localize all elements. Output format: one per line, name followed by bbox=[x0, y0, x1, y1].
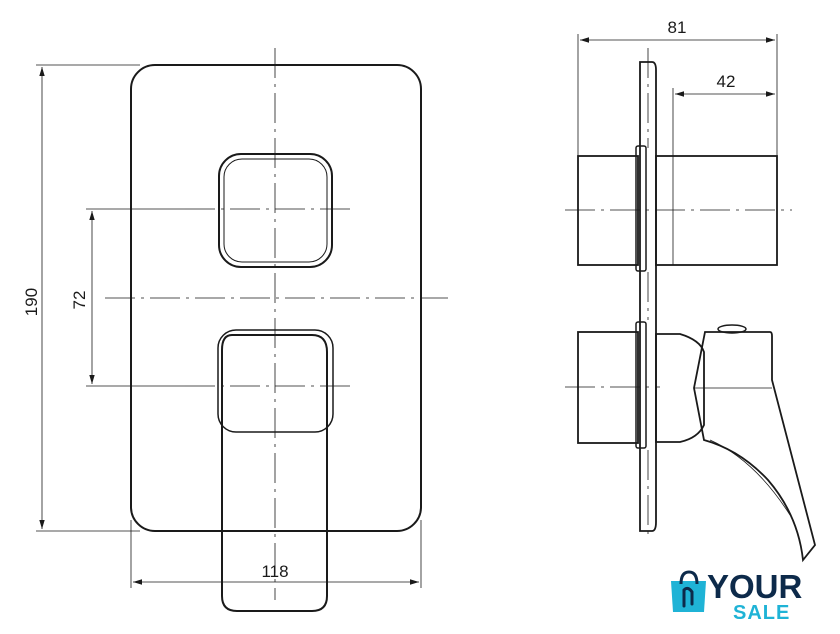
diverter-knob-inner bbox=[223, 158, 328, 263]
dim-depth-partial-label: 42 bbox=[717, 72, 736, 91]
logo-word-sale: SALE bbox=[733, 602, 790, 624]
diverter-knob-outer bbox=[218, 153, 333, 268]
side-lower-flange bbox=[635, 321, 647, 449]
side-upper-body-rear bbox=[577, 155, 639, 266]
dim-depth-label: 81 bbox=[668, 18, 687, 37]
side-lever bbox=[693, 331, 816, 563]
shopping-bag-icon bbox=[671, 570, 706, 612]
side-view: 81 42 bbox=[565, 18, 816, 563]
logo-word-your: YOUR bbox=[707, 568, 803, 605]
your-sale-logo: YOUR SALE bbox=[671, 568, 803, 624]
dim-spacing-label: 72 bbox=[70, 291, 89, 310]
side-lever-cap bbox=[717, 324, 747, 334]
front-view: 190 72 118 bbox=[22, 48, 448, 612]
dim-height-label: 190 bbox=[22, 288, 41, 316]
side-lower-body-rear bbox=[577, 331, 639, 444]
handle-base bbox=[217, 329, 334, 433]
dim-width-label: 118 bbox=[261, 562, 288, 581]
side-upper-knob bbox=[655, 155, 778, 266]
side-lower-collar bbox=[655, 333, 705, 443]
lever-handle bbox=[221, 334, 328, 612]
side-upper-flange bbox=[635, 145, 647, 272]
side-cover-plate bbox=[639, 61, 657, 532]
